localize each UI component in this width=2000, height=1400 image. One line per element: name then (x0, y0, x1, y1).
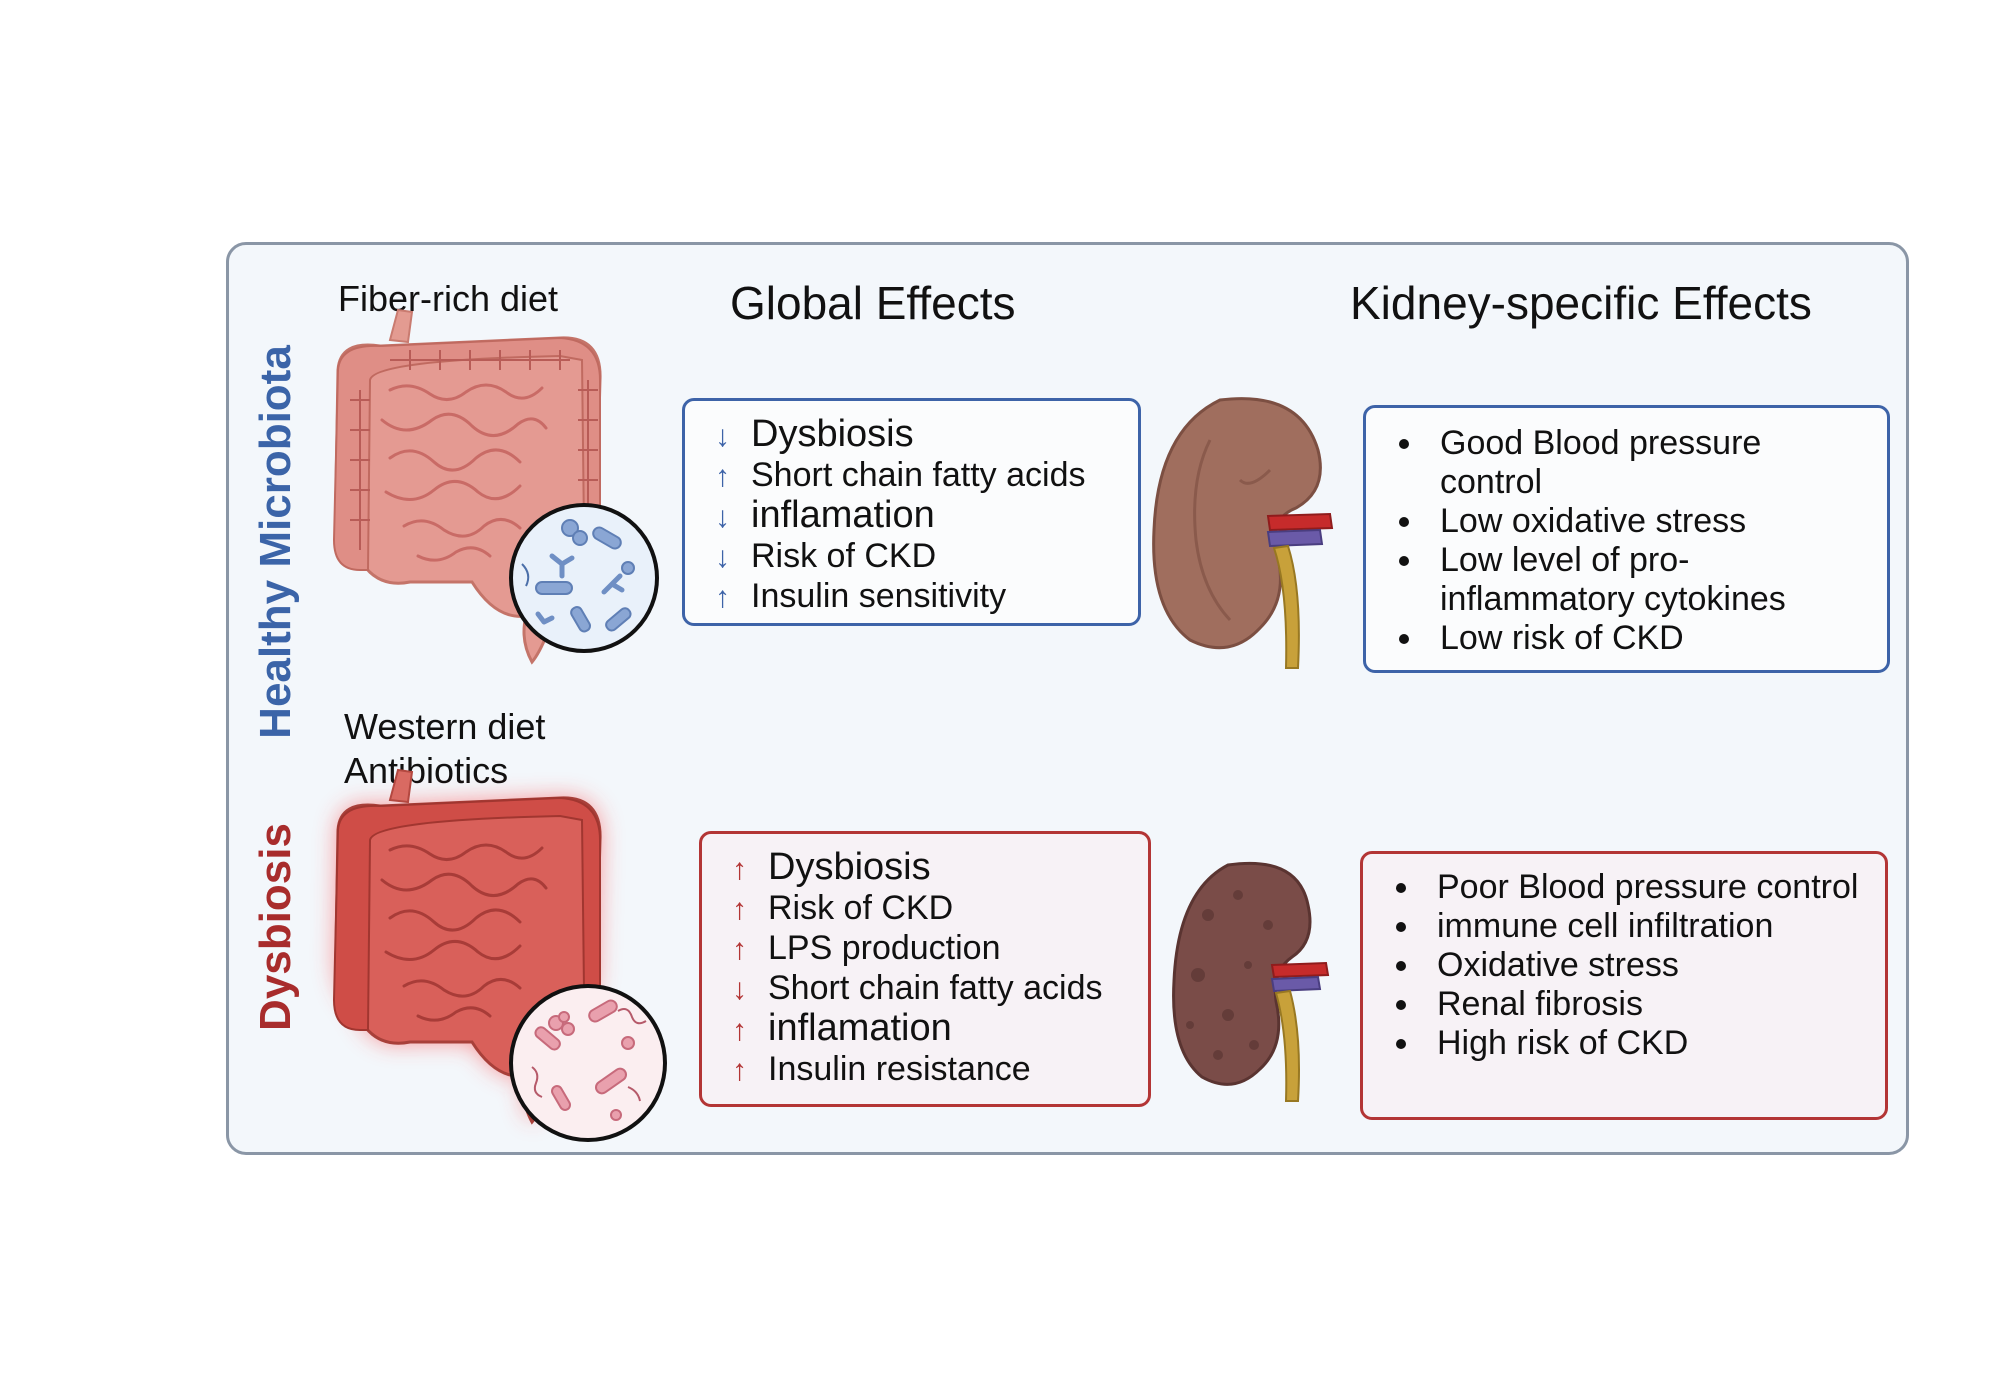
effect-item: ↓ Dysbiosis (715, 415, 1138, 456)
up-arrow-icon: ↑ (732, 1054, 747, 1087)
list-item: Poor Blood pressure control (1423, 868, 1865, 907)
up-arrow-icon: ↑ (715, 581, 730, 614)
effect-item: ↓ Risk of CKD (715, 537, 1138, 577)
damaged-kidney-icon (1172, 861, 1330, 1102)
list-item: Renal fibrosis (1423, 985, 1865, 1024)
effect-text: LPS production (768, 929, 1001, 967)
dysbiosis-diet-label-2: Antibiotics (344, 750, 509, 791)
healthy-global-effects-list: ↓ Dysbiosis ↑ Short chain fatty acids ↓ inf… (715, 415, 1138, 617)
effect-item: ↓ Short chain fatty acids (732, 969, 1148, 1009)
up-arrow-icon: ↑ (732, 893, 747, 926)
healthy-kidney-effects-box: Good Blood pressure control Low oxidativ… (1363, 405, 1890, 673)
list-item: immune cell infiltration (1423, 907, 1865, 946)
effect-text: Insulin sensitivity (751, 577, 1007, 615)
effect-text: Short chain fatty acids (751, 456, 1086, 494)
effect-text: Risk of CKD (751, 537, 937, 575)
up-arrow-icon: ↑ (732, 853, 747, 886)
effect-text: Risk of CKD (768, 889, 954, 927)
dysbiosis-diet-label-1: Western diet (344, 706, 546, 747)
down-arrow-icon: ↓ (715, 420, 730, 453)
effect-text: Short chain fatty acids (768, 969, 1103, 1007)
effect-item: ↑ Risk of CKD (732, 889, 1148, 929)
list-item: Good Blood pressure control (1426, 424, 1867, 502)
healthy-global-effects-box: ↓ Dysbiosis ↑ Short chain fatty acids ↓ inf… (682, 398, 1141, 626)
healthy-microbiota-label: Healthy Microbiota (251, 345, 300, 739)
up-arrow-icon: ↑ (715, 460, 730, 493)
effect-text: Dysbiosis (751, 413, 914, 455)
kidney-effects-heading: Kidney-specific Effects (1350, 277, 1812, 329)
effect-item: ↑ inflamation (732, 1009, 1148, 1050)
effect-item: ↑ Short chain fatty acids (715, 456, 1138, 496)
list-item: High risk of CKD (1423, 1024, 1865, 1063)
effect-item: ↓ inflamation (715, 496, 1138, 537)
list-item: Oxidative stress (1423, 946, 1865, 985)
healthy-kidney-effects-list: Good Blood pressure control Low oxidativ… (1366, 424, 1867, 658)
dysbiosis-kidney-effects-list: Poor Blood pressure control immune cell … (1363, 868, 1865, 1063)
effect-text: Dysbiosis (768, 846, 931, 888)
effect-item: ↑ Dysbiosis (732, 848, 1148, 889)
bacteria-magnifier-icon (509, 503, 659, 653)
healthy-diet-label-1: Fiber-rich diet (338, 278, 559, 319)
down-arrow-icon: ↓ (715, 541, 730, 574)
pathogenic-bacteria-magnifier-icon (509, 984, 667, 1142)
dysbiosis-global-effects-box: ↑Dysbiosis ↑Risk of CKD ↑LPS production … (699, 831, 1151, 1107)
effect-item: ↑ LPS production (732, 929, 1148, 969)
dysbiosis-global-effects-list: ↑Dysbiosis ↑Risk of CKD ↑LPS production … (732, 848, 1148, 1090)
dysbiosis-label: Dysbiosis (251, 823, 300, 1031)
global-effects-heading: Global Effects (730, 277, 1016, 329)
up-arrow-icon: ↑ (732, 1014, 747, 1047)
list-item: Low oxidative stress (1426, 502, 1867, 541)
dysbiosis-kidney-effects-box: Poor Blood pressure control immune cell … (1360, 851, 1888, 1120)
effect-text: inflamation (768, 1007, 952, 1049)
effect-item: ↑ Insulin sensitivity (715, 577, 1138, 617)
effect-text: inflamation (751, 494, 935, 536)
down-arrow-icon: ↓ (715, 501, 730, 534)
list-item: Low level of pro-inflammatory cytokines (1426, 541, 1867, 619)
effect-text: Insulin resistance (768, 1050, 1031, 1088)
down-arrow-icon: ↓ (732, 973, 747, 1006)
up-arrow-icon: ↑ (732, 933, 747, 966)
list-item: Low risk of CKD (1426, 619, 1867, 658)
effect-item: ↑ Insulin resistance (732, 1050, 1148, 1090)
kidney-icon (1152, 397, 1334, 669)
